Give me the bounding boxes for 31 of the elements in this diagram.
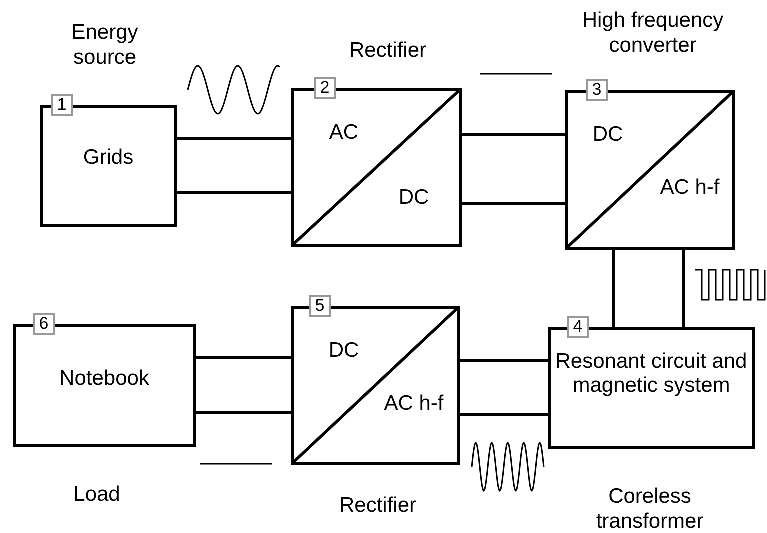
number-badge: 6: [33, 313, 55, 335]
connector-line: [682, 250, 686, 327]
block-caption: Rectifier: [348, 38, 428, 63]
connector-line: [177, 192, 291, 194]
number-badge: 1: [51, 94, 73, 116]
block-caption: Load: [72, 482, 122, 507]
connector-line: [460, 360, 548, 362]
connector-line: [462, 202, 565, 206]
block-label: AC: [328, 121, 360, 145]
connector-line: [460, 414, 548, 416]
block-label: AC h-f: [660, 176, 720, 200]
connector-line: [612, 250, 616, 327]
block-caption: Coreless transformer: [595, 484, 705, 533]
block-label: AC h-f: [384, 392, 444, 416]
connector-line: [196, 356, 291, 360]
block-caption: Rectifier: [338, 493, 418, 518]
block-label: Grids: [82, 146, 135, 170]
connector-line: [177, 138, 291, 140]
block-label: Resonant circuit and magnetic system: [554, 350, 748, 398]
block-caption: Energy source: [70, 20, 140, 70]
number-badge: 5: [309, 295, 331, 317]
number-badge: 3: [586, 79, 608, 101]
connector-line: [196, 412, 291, 414]
block-label: DC: [398, 186, 430, 210]
number-badge: 2: [314, 77, 336, 99]
block-label: DC: [592, 123, 624, 147]
block-caption: High frequency converter: [581, 8, 725, 58]
number-badge: 4: [567, 316, 589, 338]
block-label: Notebook: [58, 367, 150, 391]
connector-line: [462, 134, 565, 136]
block-label: DC: [328, 339, 360, 363]
